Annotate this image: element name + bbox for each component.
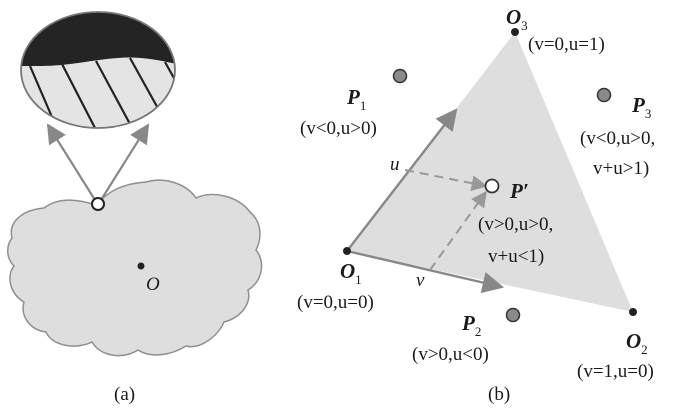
caption-a: (a) (114, 384, 135, 405)
panel-a: O (a) (7, 11, 263, 405)
coords-o2: (v=1,u=0) (577, 361, 654, 382)
coords-p2: (v>0,u<0) (412, 344, 489, 365)
magnify-line-right (100, 123, 150, 201)
point-p1 (392, 68, 408, 84)
vertex-o2 (629, 308, 637, 316)
point-p-prime (484, 178, 500, 194)
coords-p1: (v<0,u>0) (300, 118, 377, 139)
coords-p-prime-line2: v+u<1) (488, 246, 544, 267)
label-p1: P1 (346, 85, 366, 113)
vertex-o1 (343, 247, 351, 255)
dashed-u-projection (404, 169, 488, 192)
magnify-line-left (46, 123, 96, 201)
irregular-region (7, 179, 263, 357)
axis-u-label: u (390, 154, 400, 175)
label-p3: P3 (631, 93, 651, 121)
coords-p-prime-line1: (v>0,u>0, (478, 214, 553, 235)
zoom-ellipse (21, 12, 175, 128)
label-p-prime: P′ (509, 179, 529, 203)
coords-p3-line2: v+u>1) (593, 158, 649, 179)
panel-b: u v O3 (v=0,u=1) P1 (v<0,u>0) P3 (v<0,u>… (297, 5, 655, 405)
sample-point-ring (91, 197, 105, 211)
coords-o1: (v=0,u=0) (297, 292, 374, 313)
dashed-v-projection (429, 190, 487, 271)
coords-o3: (v=0,u=1) (528, 34, 605, 55)
point-p2 (505, 307, 521, 323)
point-p3 (596, 87, 612, 103)
label-o1: O1 (340, 259, 362, 287)
center-point-o (137, 262, 145, 270)
label-o2: O2 (626, 329, 648, 357)
coords-p3-line1: (v<0,u>0, (580, 128, 655, 149)
triangle-region (347, 32, 633, 312)
label-o3: O3 (506, 5, 528, 33)
center-label-o: O (146, 274, 160, 295)
axis-v-label: v (416, 270, 425, 291)
axis-u-arrow (346, 108, 458, 252)
axis-v-arrow (346, 249, 505, 294)
vertex-o3 (511, 28, 519, 36)
caption-b: (b) (488, 384, 510, 405)
label-p2: P2 (461, 311, 481, 339)
